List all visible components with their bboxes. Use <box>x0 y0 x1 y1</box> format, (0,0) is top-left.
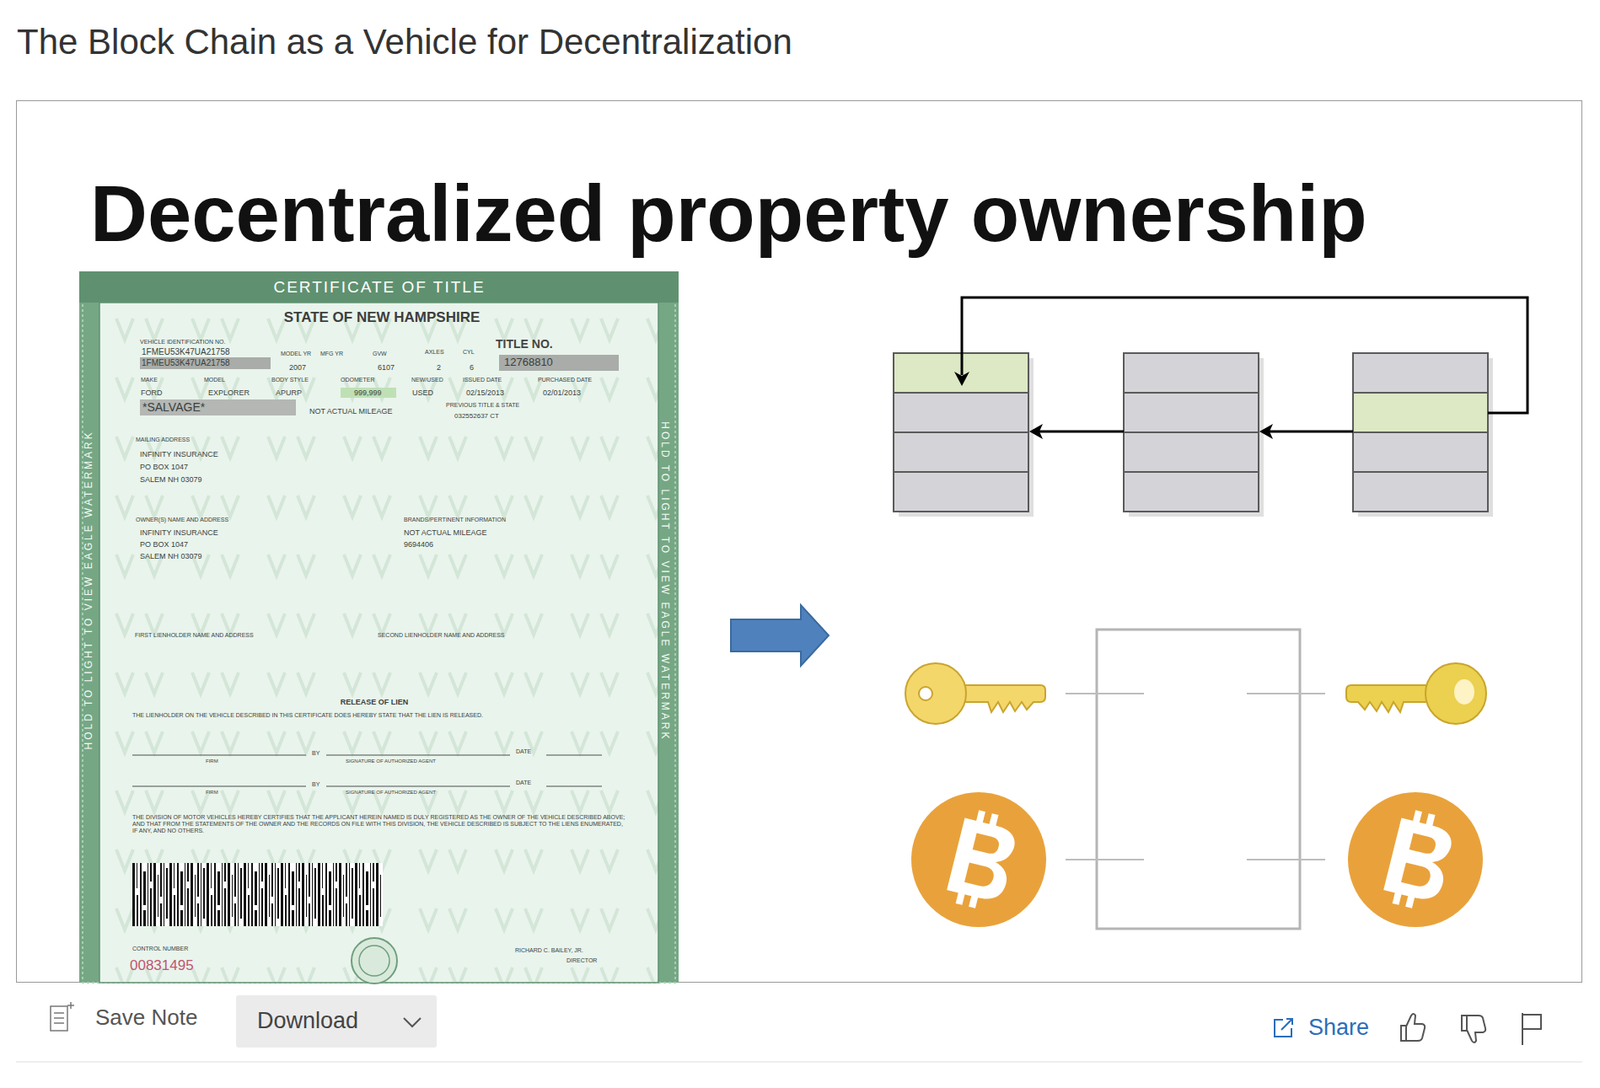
address-line: PO BOX 1047 <box>139 540 188 549</box>
field-name: ODOMETER <box>340 376 375 384</box>
address-line: PO BOX 1047 <box>139 462 188 472</box>
field-value: 999,999 <box>354 388 382 398</box>
address-line: INFINITY INSURANCE <box>139 450 219 459</box>
field-name: TITLE NO. <box>495 337 554 351</box>
field-value: APURP <box>275 388 302 398</box>
field-name: VEHICLE IDENTIFICATION NO. <box>139 338 226 346</box>
slide-title: Decentralized property ownership <box>90 168 1368 260</box>
field-value: NOT ACTUAL MILEAGE <box>309 407 393 416</box>
field-name: MODEL <box>204 376 226 384</box>
field-value: EXPLORER <box>208 388 250 398</box>
field-name: CYL <box>462 348 475 356</box>
field-value: 1FMEU53K47UA21758 <box>141 358 231 369</box>
button-label: Save Note <box>95 1005 198 1031</box>
title-certificate <box>79 271 679 984</box>
field-name: SIGNATURE OF AUTHORIZED AGENT <box>345 758 436 765</box>
field-name: SIGNATURE OF AUTHORIZED AGENT <box>345 789 436 796</box>
field-name: FIRST LIENHOLDER NAME AND ADDRESS <box>134 632 254 639</box>
brand-value: *SALVAGE* <box>142 400 205 414</box>
thumbs-down-icon <box>1461 1015 1486 1043</box>
field-name: FIRM <box>205 758 219 765</box>
field-name: SECOND LIENHOLDER NAME AND ADDRESS <box>377 632 505 639</box>
note-icon <box>50 1002 75 1031</box>
field-value: 2007 <box>289 363 307 372</box>
address-line: INFINITY INSURANCE <box>139 528 219 537</box>
field-name: MAILING ADDRESS <box>135 436 190 444</box>
separator <box>16 1062 1583 1064</box>
control-number: 00831495 <box>129 957 194 975</box>
address-line: SALEM NH 03079 <box>139 475 203 484</box>
link-label: Share <box>1308 1014 1370 1042</box>
field-value: FORD <box>140 388 163 398</box>
field-value: 9694406 <box>403 540 434 549</box>
address-line: SALEM NH 03079 <box>139 552 203 561</box>
field-name: MAKE <box>140 376 158 384</box>
bitcoin-icon <box>1347 792 1483 928</box>
field-name: BODY STYLE <box>271 376 309 384</box>
field-name: PREVIOUS TITLE & STATE <box>445 402 520 409</box>
signatory: RICHARD C. BAILEY, JR. <box>515 947 584 955</box>
flag-icon <box>1522 1013 1541 1046</box>
field-name: GVW <box>372 350 387 358</box>
field-value: 032552637 CT <box>454 412 500 420</box>
toolbar <box>16 995 1583 1063</box>
field-name: AXLES <box>424 348 445 356</box>
legal-text: THE LIENHOLDER ON THE VEHICLE DESCRIBED … <box>132 712 622 720</box>
button-label: Download <box>257 1008 359 1035</box>
block-chain <box>893 297 1528 517</box>
bitcoin-icon <box>911 792 1047 928</box>
field-name: CONTROL NUMBER <box>132 945 188 953</box>
chevron <box>403 1018 421 1027</box>
field-name: NEW/USED <box>411 376 444 384</box>
transaction <box>1065 629 1326 929</box>
signatory: DIRECTOR <box>566 957 597 965</box>
page-heading: The Block Chain as a Vehicle for Decentr… <box>16 21 793 63</box>
download-button <box>236 995 437 1048</box>
field-name: BRANDS/PERTINENT INFORMATION <box>403 516 506 524</box>
field-name: OWNER(S) NAME AND ADDRESS <box>135 516 229 524</box>
share-icon <box>1274 1019 1293 1037</box>
field-name: BY <box>311 781 320 789</box>
key-icon <box>1346 663 1487 725</box>
slide-frame <box>16 101 1583 983</box>
field-value: 02/01/2013 <box>542 388 581 398</box>
transform-arrow <box>730 605 829 666</box>
field-value: 6107 <box>377 363 395 372</box>
field-value: NOT ACTUAL MILEAGE <box>403 528 488 537</box>
legal-text: THE DIVISION OF MOTOR VEHICLES HEREBY CE… <box>132 814 626 835</box>
field-value: 6 <box>469 363 474 372</box>
field-name: MODEL YR <box>280 350 312 358</box>
field-value: 12768810 <box>504 356 554 370</box>
field-name: MFG YR <box>320 350 344 358</box>
field-value: 1FMEU53K47UA21758 <box>141 347 231 358</box>
field-value: 2 <box>436 363 441 372</box>
section-heading: RELEASE OF LIEN <box>340 697 409 707</box>
field-name: BY <box>311 750 320 758</box>
field-name: ISSUED DATE <box>462 376 502 384</box>
field-value: 02/15/2013 <box>466 388 505 398</box>
key-icon <box>905 663 1046 725</box>
border-watermark: HOLD TO LIGHT TO VIEW EAGLE WATERMARK <box>658 421 671 741</box>
field-name: DATE <box>515 779 532 787</box>
border-watermark: HOLD TO LIGHT TO VIEW EAGLE WATERMARK <box>83 429 96 750</box>
field-name: PURCHASED DATE <box>537 376 592 384</box>
field-name: FIRM <box>205 789 219 796</box>
certificate-state: STATE OF NEW HAMPSHIRE <box>284 309 481 327</box>
thumbs-up-icon <box>1401 1014 1425 1042</box>
field-value: USED <box>412 388 434 398</box>
field-name: DATE <box>515 748 532 756</box>
certificate-heading: CERTIFICATE OF TITLE <box>273 278 485 297</box>
